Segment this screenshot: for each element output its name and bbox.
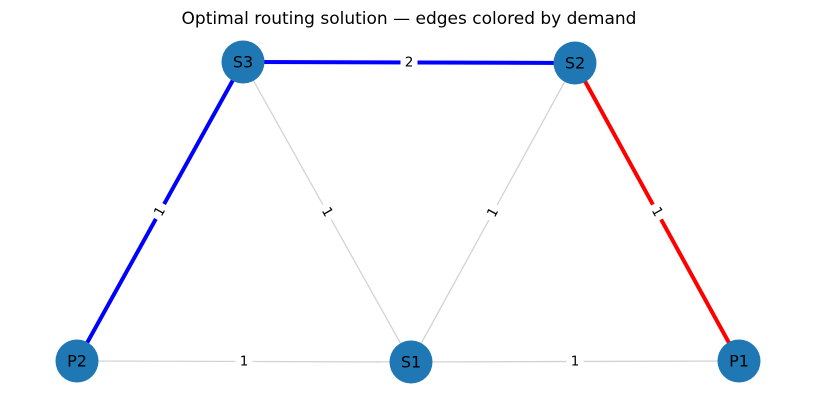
edge-label-group-S1-P1: 1 <box>566 353 584 370</box>
edge-label-S1-P1: 1 <box>571 353 580 369</box>
edge-label-S3-S2: 2 <box>405 54 414 70</box>
node-label-S2: S2 <box>565 54 585 73</box>
node-S1 <box>389 340 433 384</box>
node-S3 <box>221 40 265 84</box>
edge-label-bg <box>646 200 668 224</box>
edge-label-group-S3-S1: 1 <box>316 200 338 224</box>
node-P2 <box>55 339 99 383</box>
edge-labels-layer: 1 1 1 1 1 2 1 <box>149 54 668 370</box>
edge-label-group-S2-S1: 1 <box>482 201 504 224</box>
edge-label-group-P2-S1: 1 <box>235 353 253 370</box>
edge-label-bg <box>400 54 418 71</box>
edge-label-bg <box>316 200 338 224</box>
node-P1 <box>717 339 761 383</box>
edge-label-group-S3-S2: 2 <box>400 54 418 71</box>
edge-label-group-P2-S3: 1 <box>149 200 171 223</box>
chart-title: Optimal routing solution — edges colored… <box>182 9 637 29</box>
edge-label-bg <box>235 353 253 370</box>
node-label-S3: S3 <box>233 53 253 72</box>
edge-label-P2-S1: 1 <box>240 353 249 369</box>
edges-layer <box>75 60 741 363</box>
edge-label-bg <box>566 353 584 370</box>
node-label-S1: S1 <box>401 353 421 372</box>
node-S2 <box>553 41 597 85</box>
edge-label-bg <box>482 201 504 224</box>
edge-label-bg <box>149 200 171 223</box>
edge-label-group-S2-P1: 1 <box>646 200 668 224</box>
node-label-P2: P2 <box>67 352 87 371</box>
node-label-P1: P1 <box>729 352 749 371</box>
